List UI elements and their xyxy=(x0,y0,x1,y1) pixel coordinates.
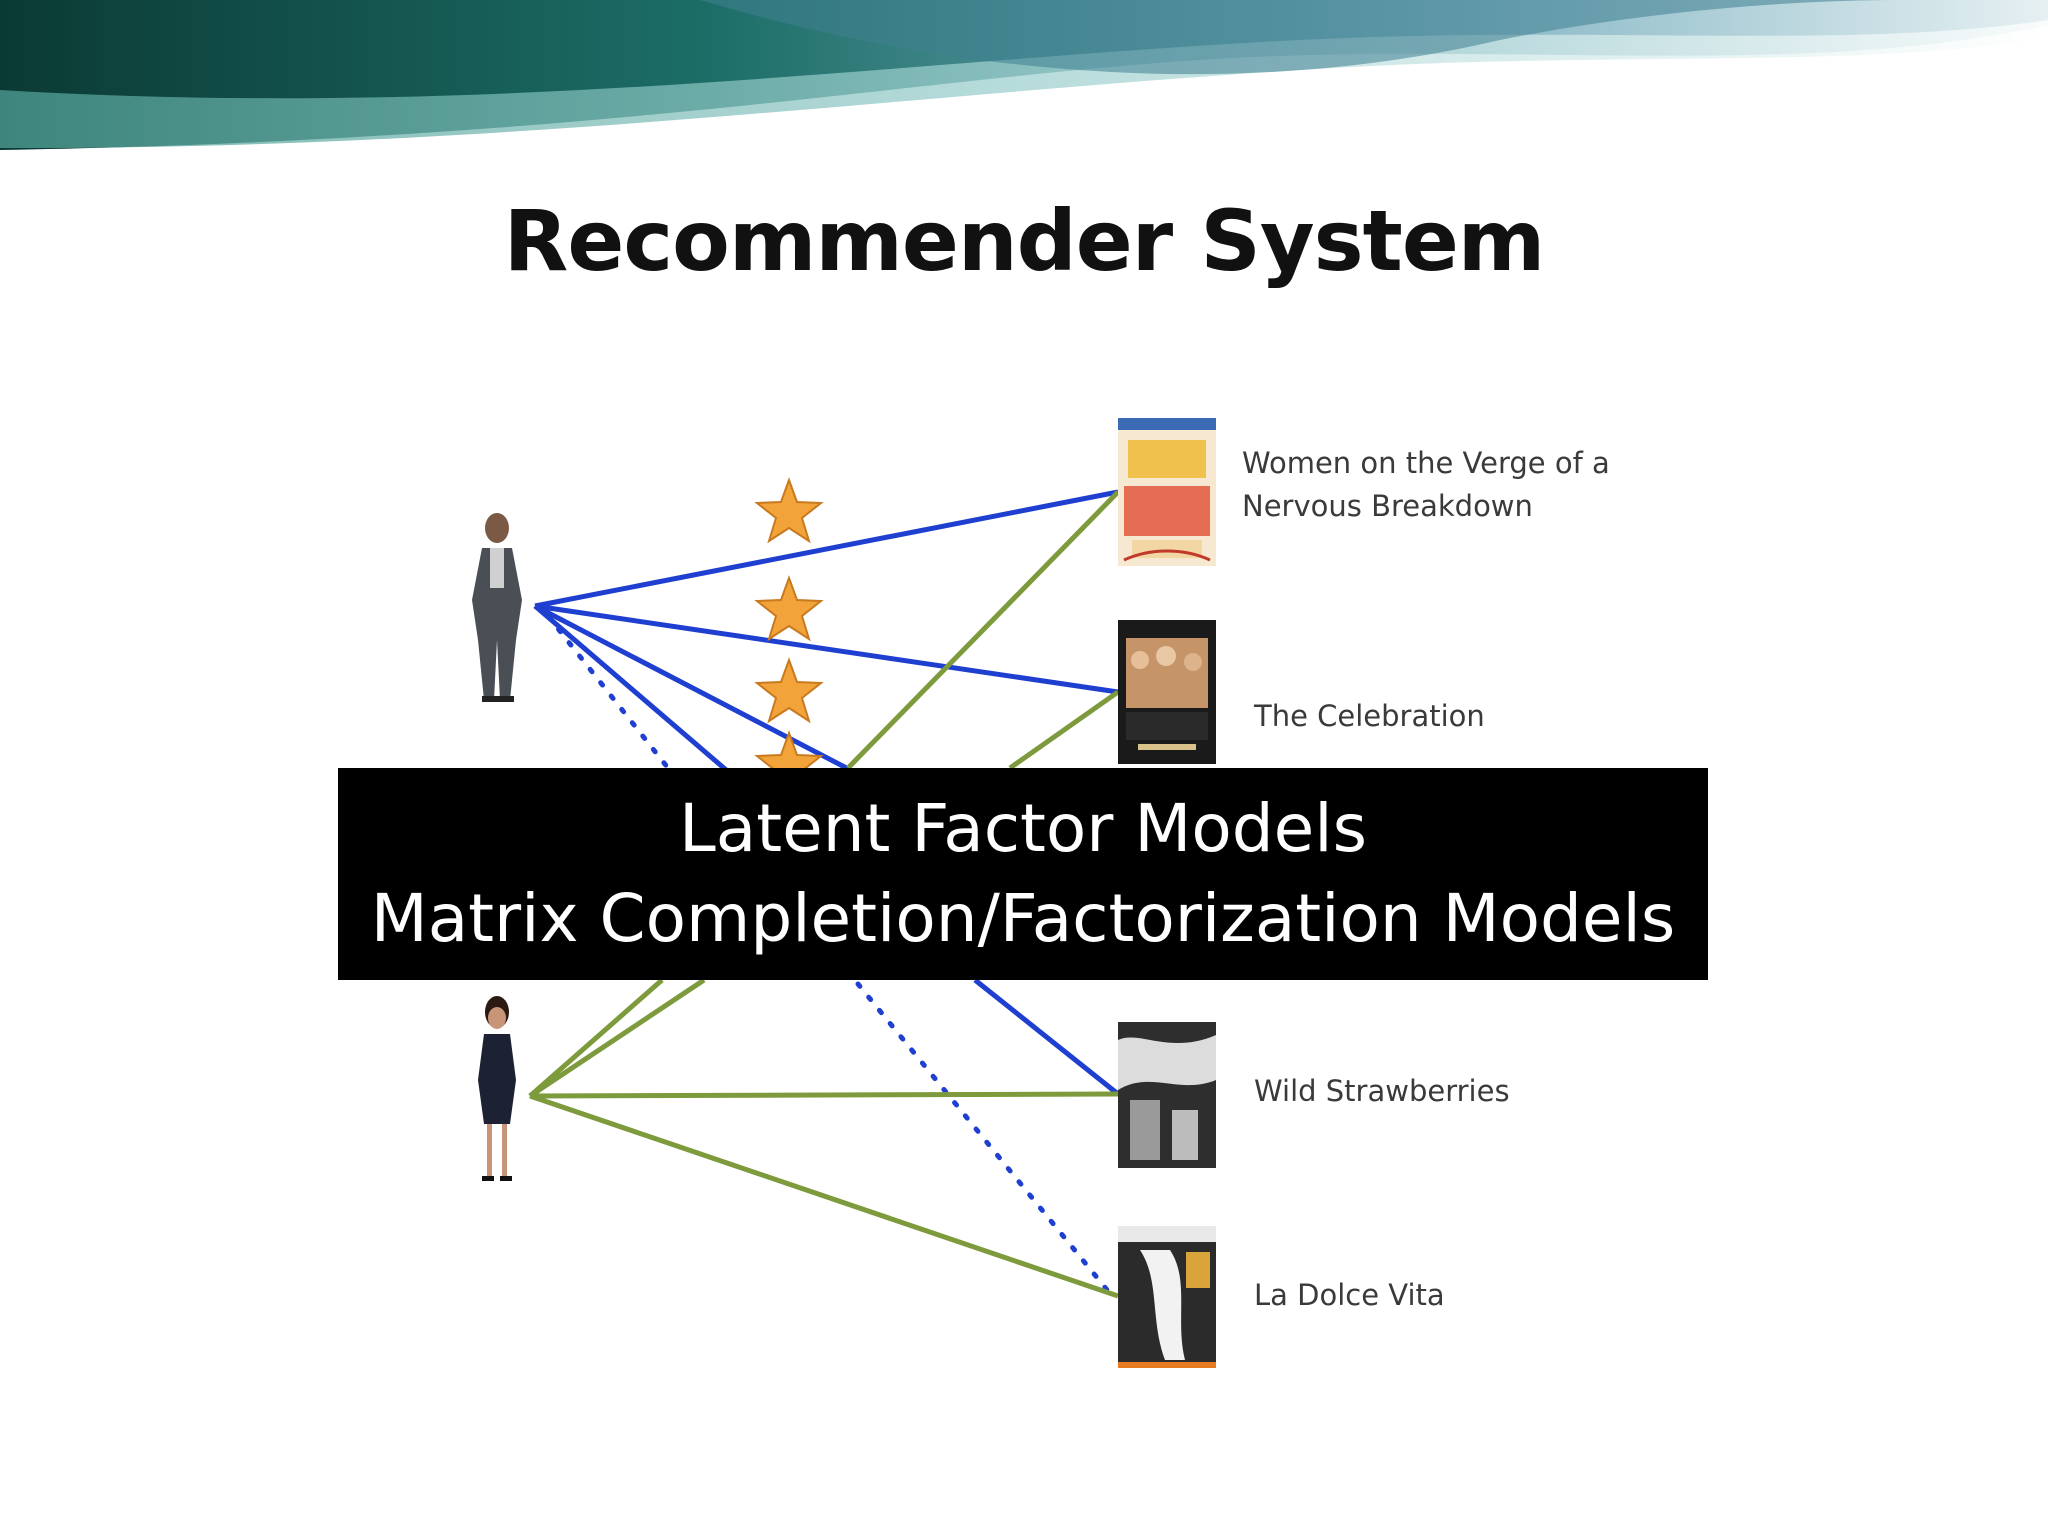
edge-man-down-2 xyxy=(533,603,862,778)
poster-celebration xyxy=(1118,620,1216,764)
star-icon xyxy=(754,477,824,544)
overlay-banner: Latent Factor Models Matrix Completion/F… xyxy=(338,768,1708,980)
poster-wild-strawberries xyxy=(1118,1022,1216,1168)
edge-man-down-1 xyxy=(533,604,734,777)
movie-label-la-dolce-vita: La Dolce Vita xyxy=(1254,1278,1445,1312)
edge-woman-wild-strawberries xyxy=(529,1091,1119,1099)
edge-woman-up-1 xyxy=(528,978,664,1098)
overlay-line1: Latent Factor Models xyxy=(679,790,1367,867)
rating-stars xyxy=(754,477,824,797)
rated-edges xyxy=(533,489,1120,1096)
edge-man-wild-strawberries xyxy=(973,978,1120,1096)
movie-label-women-on-verge: Women on the Verge of a Nervous Breakdow… xyxy=(1242,446,1610,523)
woman-edges xyxy=(528,490,1120,1299)
star-icon xyxy=(754,657,824,724)
poster-women-on-verge xyxy=(1118,418,1216,566)
edge-green-women-verge xyxy=(846,490,1120,770)
businesswoman-figure-icon xyxy=(478,996,516,1181)
overlay-line2: Matrix Completion/Factorization Models xyxy=(370,880,1676,957)
star-icon xyxy=(754,575,824,642)
movie-label-wild-strawberries: Wild Strawberries xyxy=(1254,1074,1510,1108)
movie-label-celebration: The Celebration xyxy=(1254,699,1485,733)
businessman-figure-icon xyxy=(472,513,522,702)
header-banner xyxy=(0,0,2048,150)
slide-title: Recommender System xyxy=(503,192,1546,290)
edge-man-celebration xyxy=(534,603,1119,695)
edge-man-women-verge xyxy=(534,489,1119,609)
edge-woman-dolce-vita xyxy=(529,1093,1119,1299)
edge-woman-up-2 xyxy=(528,977,706,1099)
recommend-edge xyxy=(545,613,1115,1299)
edge-green-celebration xyxy=(1008,689,1120,771)
poster-la-dolce-vita xyxy=(1118,1226,1216,1368)
